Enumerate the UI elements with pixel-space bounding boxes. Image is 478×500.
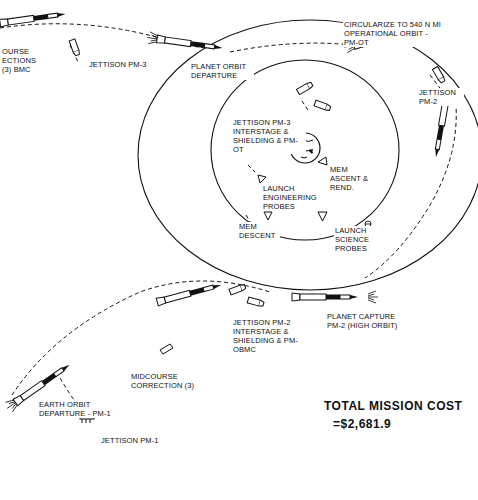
event-label: LAUNCH ENGINEERING PROBES (262, 184, 318, 211)
spacecraft (0, 10, 451, 423)
event-label: PLANET CAPTURE PM-2 (HIGH ORBIT) (326, 312, 408, 330)
event-label: EARTH ORBIT DEPARTURE - PM-1 (38, 400, 114, 418)
event-label: LAUNCH SCIENCE PROBES (334, 226, 374, 253)
event-label: JETTISON PM-2 INTERSTAGE & SHIELDING & P… (232, 318, 310, 354)
event-label: MIDCOURSE CORRECTION (3) (130, 372, 196, 390)
event-label: JETTISON PM-1 (100, 436, 172, 445)
event-label: MEM DESCENT (238, 222, 280, 240)
event-label: CIRCULARIZE TO 540 N MI OPERATIONAL ORBI… (343, 20, 445, 47)
event-label: JETTISON PM-3 (88, 60, 160, 69)
event-label: PLANET ORBIT DEPARTURE (190, 62, 254, 80)
cost-text: TOTAL MISSION COST (323, 398, 475, 414)
event-label: OURSE ECTIONS (3) BMC (1, 47, 39, 74)
event-label: MEM ASCENT & REND. (329, 165, 379, 192)
event-label: JETTISON PM-2 (418, 88, 464, 106)
cost-text: =$2,681.9 (332, 416, 434, 432)
event-label: JETTISON PM-3 INTERSTAGE & SHIELDING & P… (232, 118, 306, 154)
trajectory (0, 24, 456, 408)
high-orbit (138, 20, 478, 290)
operational-orbit (211, 60, 399, 240)
